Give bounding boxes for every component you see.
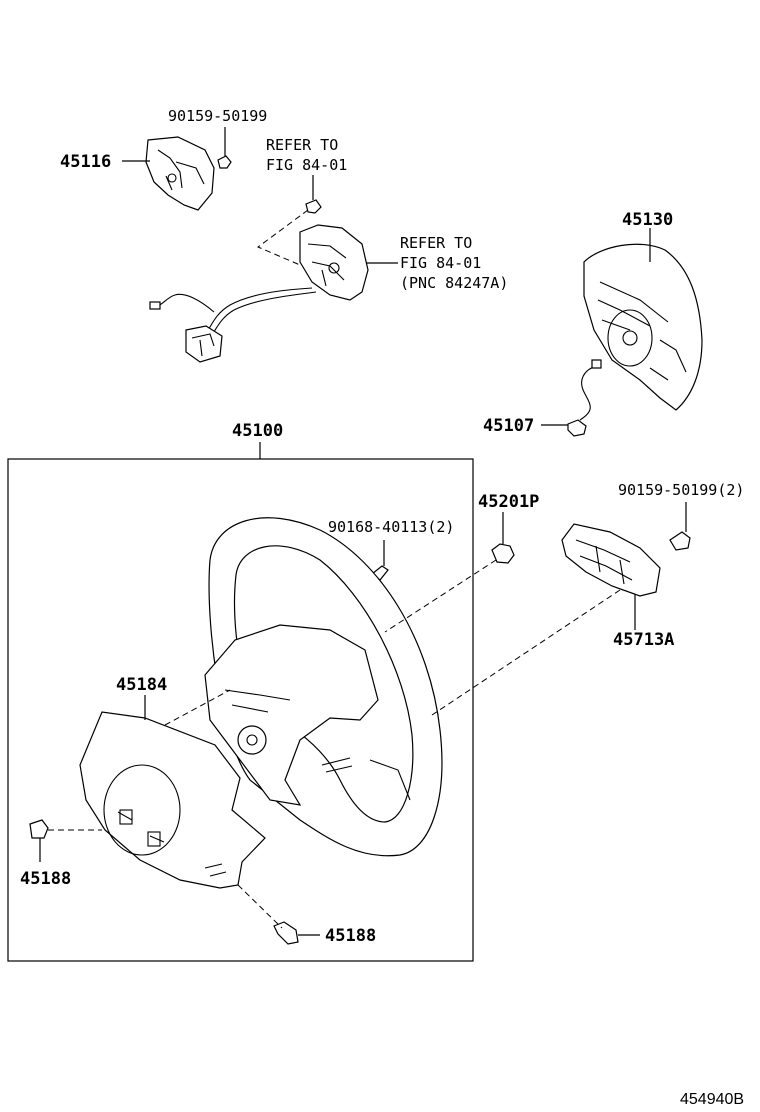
label-refer1-line2: FIG 84-01 (266, 156, 347, 174)
screw-45188-left (29, 819, 49, 862)
label-45100: 45100 (232, 421, 283, 441)
label-refer1-line1: REFER TO (266, 136, 338, 154)
label-90159-50199-2: 90159-50199(2) (618, 481, 744, 499)
part-45116-cover (145, 136, 215, 211)
part-45713a-switch (561, 523, 661, 597)
dash-45184-hub (164, 689, 231, 726)
figure-id: 454940B (680, 1091, 744, 1108)
label-45188-left: 45188 (20, 869, 71, 889)
label-refer2-line2: FIG 84-01 (400, 254, 481, 272)
dashed-line-refer1 (257, 209, 309, 266)
label-refer2-line3: (PNC 84247A) (400, 274, 508, 292)
wire-harness (149, 287, 317, 363)
label-45201p: 45201P (478, 492, 539, 512)
dash-45188-bottom (237, 884, 283, 929)
label-45107: 45107 (483, 416, 534, 436)
part-45130-airbag (583, 243, 703, 411)
label-45713a: 45713A (613, 630, 674, 650)
screw-45188-bottom (273, 921, 299, 945)
bolt-refer1 (305, 175, 322, 214)
label-45130: 45130 (622, 210, 673, 230)
bolt-90159b (669, 502, 691, 551)
part-45184-lower-cover (79, 711, 266, 889)
part-45107-wire (567, 359, 602, 437)
dash-45713a (431, 589, 621, 716)
label-45184: 45184 (116, 675, 167, 695)
part-45201p-nut (491, 512, 515, 564)
label-90168-40113-2: 90168-40113(2) (328, 518, 454, 536)
label-45188-bottom: 45188 (325, 926, 376, 946)
steering-wheel-45100 (204, 517, 443, 857)
assembly-frame (7, 458, 474, 962)
part-refer2-cover (299, 224, 369, 301)
bolt-90159a (217, 127, 232, 169)
label-45116: 45116 (60, 152, 111, 172)
label-90159-50199-top: 90159-50199 (168, 107, 267, 125)
label-refer2-line1: REFER TO (400, 234, 472, 252)
dash-45201p (384, 559, 497, 633)
